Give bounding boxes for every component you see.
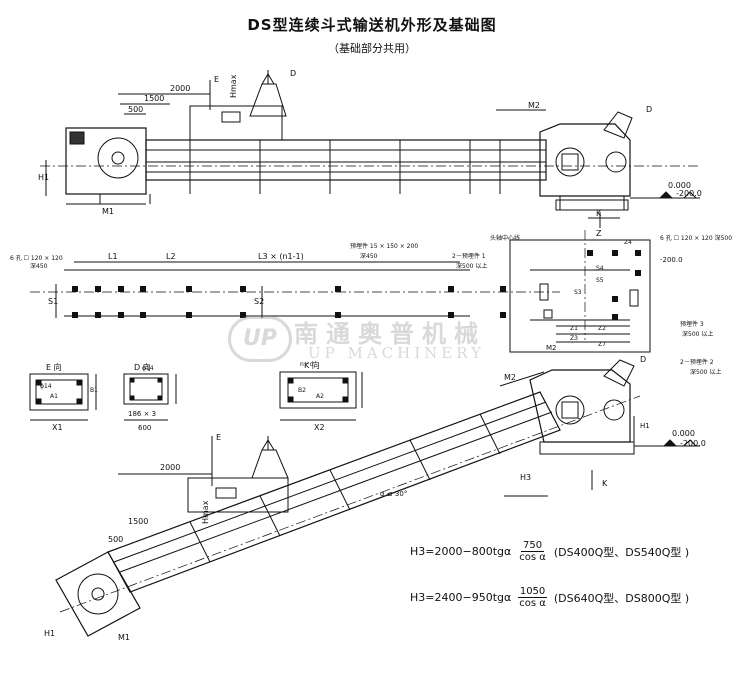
formula-1-lhs: H3=2000−800tgα: [410, 545, 512, 558]
label-2000-b: 2000: [160, 463, 180, 472]
label-level-0-b: 0.000: [672, 429, 695, 438]
watermark-company: 南通奥普机械: [294, 319, 486, 348]
foundation-plan: [30, 230, 651, 353]
label-H1: H1: [38, 173, 49, 182]
page-subtitle: （基础部分共用）: [328, 42, 416, 55]
label-head-center: 头轴中心线: [490, 234, 520, 242]
label-K: K: [596, 209, 602, 218]
page-title: DS型连续斗式输送机外形及基础图: [247, 16, 497, 34]
label-H3: H3: [520, 473, 531, 482]
formula-1: H3=2000−800tgα 750 cos α (DS400Q型、DS540Q…: [410, 540, 689, 563]
formula-1-num: 750: [521, 540, 545, 552]
formula-2-den: cos α: [519, 598, 546, 609]
label-A1: A1: [50, 393, 58, 400]
label-E-b: E: [216, 433, 221, 442]
label-K-b: K: [602, 479, 608, 488]
label-D-b: D: [640, 355, 646, 364]
label-level-0: 0.000: [668, 181, 691, 190]
label-z7: Z7: [598, 341, 606, 348]
label-Hmax-b: Hmax: [201, 500, 210, 524]
inclined-conveyor: [55, 359, 700, 637]
watermark-company-en: UP MACHINERY: [308, 344, 485, 362]
label-M2-plan: M2: [546, 344, 557, 352]
label-embed-1: 2－预埋件 1: [452, 252, 486, 260]
label-embed-2: 2－预埋件 2: [680, 358, 714, 366]
label-level-m200-plan: -200.0: [660, 256, 683, 264]
label-B1: B1: [90, 387, 98, 394]
label-embed-A: 预埋件 15 × 150 × 200: [350, 242, 418, 250]
watermark-badge: UP: [228, 316, 292, 362]
formula-2: H3=2400−950tgα 1050 cos α (DS640Q型、DS800…: [410, 586, 689, 609]
label-Hmax: Hmax: [229, 74, 238, 98]
label-z2: Z2: [598, 325, 606, 332]
formula-1-note: (DS400Q型、DS540Q型 ): [553, 545, 690, 559]
label-holes-right: 6 孔 ☐ 120 × 120 深500: [660, 234, 732, 242]
label-S1: S1: [48, 297, 58, 306]
label-embed-2-depth: 深500 以上: [690, 368, 721, 376]
label-S2: S2: [254, 297, 264, 306]
label-H1-b: H1: [44, 629, 55, 638]
label-embed-A-depth: 深450: [360, 252, 378, 260]
label-z3: Z3: [570, 335, 578, 342]
label-M2: M2: [528, 101, 540, 110]
label-z4: Z4: [624, 239, 632, 246]
label-600: 600: [138, 424, 151, 432]
label-n-d: n－d: [300, 361, 314, 368]
label-z1: Z1: [570, 325, 578, 332]
label-L1: L1: [108, 252, 118, 261]
label-holes-left: 6 孔 ☐ 120 × 120: [10, 254, 63, 262]
label-embed-3: 预埋件 3: [680, 320, 704, 328]
label-level-m200-b: -200.0: [680, 439, 706, 448]
label-depth-450: 深450: [30, 262, 48, 270]
formula-2-num: 1050: [517, 586, 548, 598]
formula-2-lhs: H3=2400−950tgα: [410, 591, 512, 604]
horizontal-conveyor: [40, 70, 700, 228]
label-level-m200: -200.0: [676, 189, 702, 198]
formula-2-fraction: 1050 cos α: [517, 586, 548, 609]
label-186x3: 186 × 3: [128, 410, 156, 418]
label-X2: X2: [314, 423, 325, 432]
formula-1-fraction: 750 cos α: [517, 540, 548, 563]
label-view-K: K 向: [304, 360, 320, 370]
label-L3: L3 × (n1-1): [258, 252, 304, 261]
label-H1-head-b: H1: [640, 422, 650, 430]
formula-2-note: (DS640Q型、DS800Q型 ): [553, 591, 690, 605]
label-500-b: 500: [108, 535, 123, 544]
label-phi14-e: ϕ14: [40, 383, 52, 390]
label-embed-3-depth: 深500 以上: [682, 330, 713, 338]
label-view-E: E 向: [46, 362, 62, 372]
label-L2: L2: [166, 252, 176, 261]
formula-1-den: cos α: [519, 552, 546, 563]
views-e-d-k: [29, 371, 363, 421]
label-S3: S3: [574, 289, 582, 296]
label-D: D: [290, 69, 296, 78]
label-embed-1-depth: 深500 以上: [456, 262, 487, 270]
label-Z: Z: [596, 229, 602, 238]
label-alpha: α ≤ 30°: [380, 490, 407, 498]
label-2000: 2000: [170, 84, 190, 93]
label-A2: A2: [316, 393, 324, 400]
label-phi14-d: ϕ14: [142, 365, 154, 372]
label-M1: M1: [102, 207, 114, 216]
watermark: UP 南通奥普机械 UP MACHINERY: [228, 314, 528, 366]
label-s4: S4: [596, 265, 604, 272]
label-1500: 1500: [144, 94, 164, 103]
label-s5: S5: [596, 277, 604, 284]
label-B2: B2: [298, 387, 306, 394]
label-view-D: D 向: [134, 362, 151, 372]
label-1500-b: 1500: [128, 517, 148, 526]
label-E: E: [214, 75, 219, 84]
label-500: 500: [128, 105, 143, 114]
label-M1-b: M1: [118, 633, 130, 642]
label-D-head: D: [646, 105, 652, 114]
label-M2-b: M2: [504, 373, 516, 382]
label-X1: X1: [52, 423, 63, 432]
